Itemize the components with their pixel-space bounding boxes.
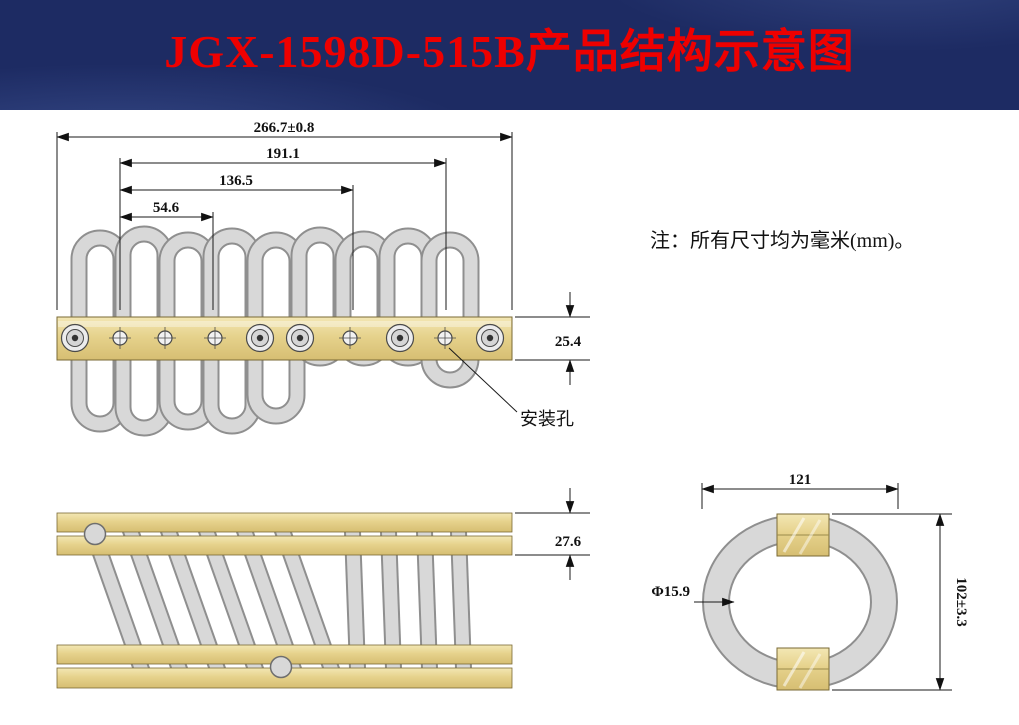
fastener-holes (60, 323, 505, 353)
mounting-hole (109, 327, 131, 349)
front-view-dimensions: 266.7±0.8 191.1 136.5 54.6 25.4 安装孔 (56, 120, 590, 429)
coil-loop (420, 231, 480, 389)
clamp-block-top (776, 513, 830, 557)
dimension-wire-diameter: Φ15.9 (651, 584, 690, 600)
dimension-191: 191.1 (266, 146, 300, 162)
top-view: 27.6 (56, 488, 590, 689)
side-view: 121 102±3.3 Φ15.9 (651, 472, 969, 691)
mounting-hole (204, 327, 226, 349)
dimension-ring-width: 121 (789, 472, 812, 488)
retainer-bar (56, 316, 513, 361)
side-view-dimensions: 121 102±3.3 Φ15.9 (651, 472, 969, 691)
dimension-ring-height: 102±3.3 (953, 577, 969, 626)
page-header: JGX-1598D-515B产品结构示意图 (0, 0, 1019, 110)
front-view: 266.7±0.8 191.1 136.5 54.6 25.4 安装孔 (56, 120, 590, 437)
dimension-bar-height: 25.4 (555, 334, 582, 350)
mounting-hole (434, 327, 456, 349)
top-bar (56, 512, 513, 556)
units-note: 注：所有尺寸均为毫米(mm)。 (650, 229, 914, 252)
rope-end-fitting (269, 655, 293, 679)
mounting-hole-label: 安装孔 (520, 409, 574, 429)
grommet (285, 323, 315, 353)
mounting-hole (154, 327, 176, 349)
top-view-dimensions: 27.6 (515, 488, 590, 580)
grommet (60, 323, 90, 353)
dimension-136: 136.5 (219, 173, 253, 189)
dimension-bar-width: 27.6 (555, 534, 582, 550)
grommet (245, 323, 275, 353)
grommet (475, 323, 505, 353)
grommet (385, 323, 415, 353)
dimension-54: 54.6 (153, 200, 180, 216)
rope-end-fitting (83, 522, 107, 546)
clamp-block-bottom (776, 647, 830, 691)
dimension-overall-length: 266.7±0.8 (254, 120, 315, 136)
technical-drawing: 266.7±0.8 191.1 136.5 54.6 25.4 安装孔 注：所有… (0, 110, 1019, 725)
page-title: JGX-1598D-515B产品结构示意图 (164, 26, 855, 77)
mounting-hole (339, 327, 361, 349)
